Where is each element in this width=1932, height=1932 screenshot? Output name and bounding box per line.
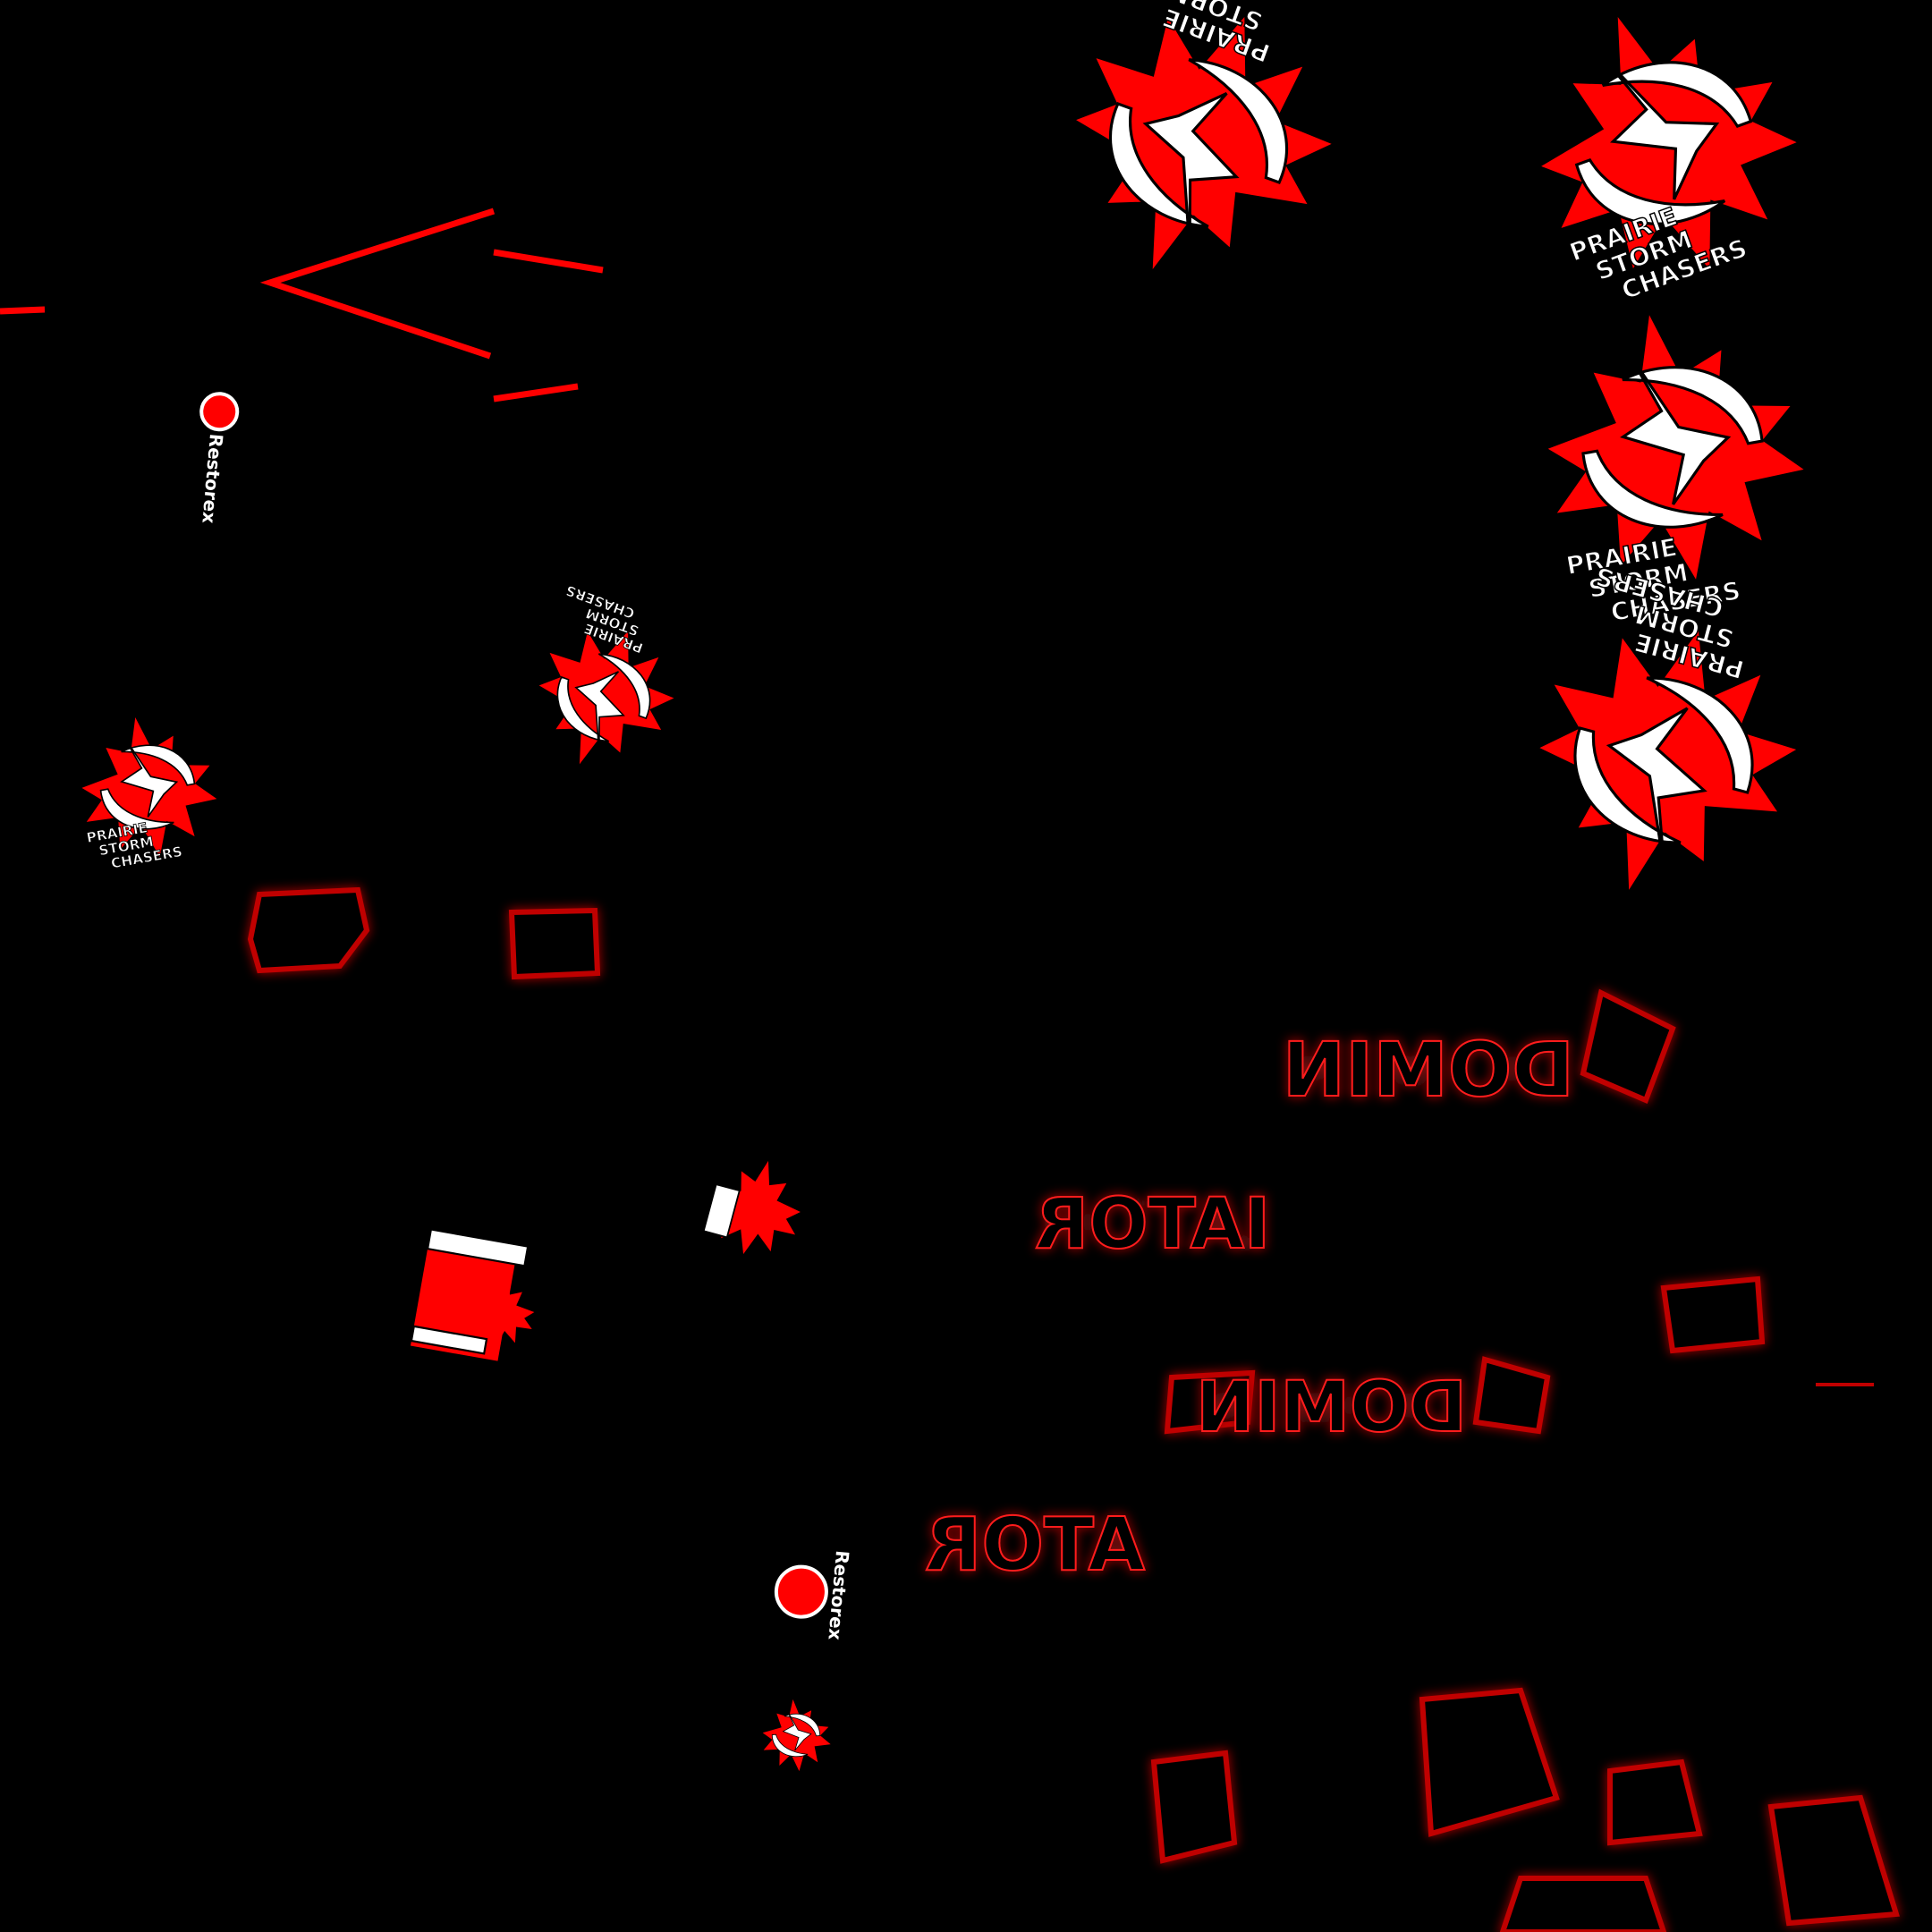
word-ator-1: IATOR	[1035, 1184, 1270, 1265]
maple-fragment-1	[699, 1148, 812, 1267]
restorex-text: Restorex	[198, 433, 227, 524]
restorex-badge-2: Restorex	[774, 1549, 853, 1641]
maple-fragment-2	[410, 1228, 540, 1361]
red-glow-blocks	[247, 886, 1900, 1932]
red-stripe-lines	[0, 208, 604, 402]
storm-chasers-logo-1: PRAIRIE STORM CHASERS	[1035, 0, 1362, 312]
word-domin-2: DOMIN	[1196, 1368, 1467, 1448]
mirrored-wordmarks: DOMIN IATOR DOMIN ATOR	[924, 1025, 1575, 1589]
storm-chasers-logo-small-left: PRAIRIE STORM CHASERS	[70, 706, 225, 872]
storm-chasers-logo-2: PRAIRIE STORM CHASERS	[1500, 0, 1827, 312]
storm-chasers-logo-small-center: PRAIRIE STORM CHASERS	[517, 581, 691, 787]
storm-chasers-logo-tiny	[758, 1696, 834, 1775]
word-ator-2: ATOR	[925, 1503, 1145, 1588]
storm-chasers-logo-4: PRAIRIE STORM CHASERS	[1507, 560, 1820, 923]
restorex-badge-1: Restorex	[198, 392, 240, 524]
word-domin-1: DOMIN	[1283, 1026, 1574, 1114]
restorex-text: Restorex	[824, 1549, 853, 1640]
